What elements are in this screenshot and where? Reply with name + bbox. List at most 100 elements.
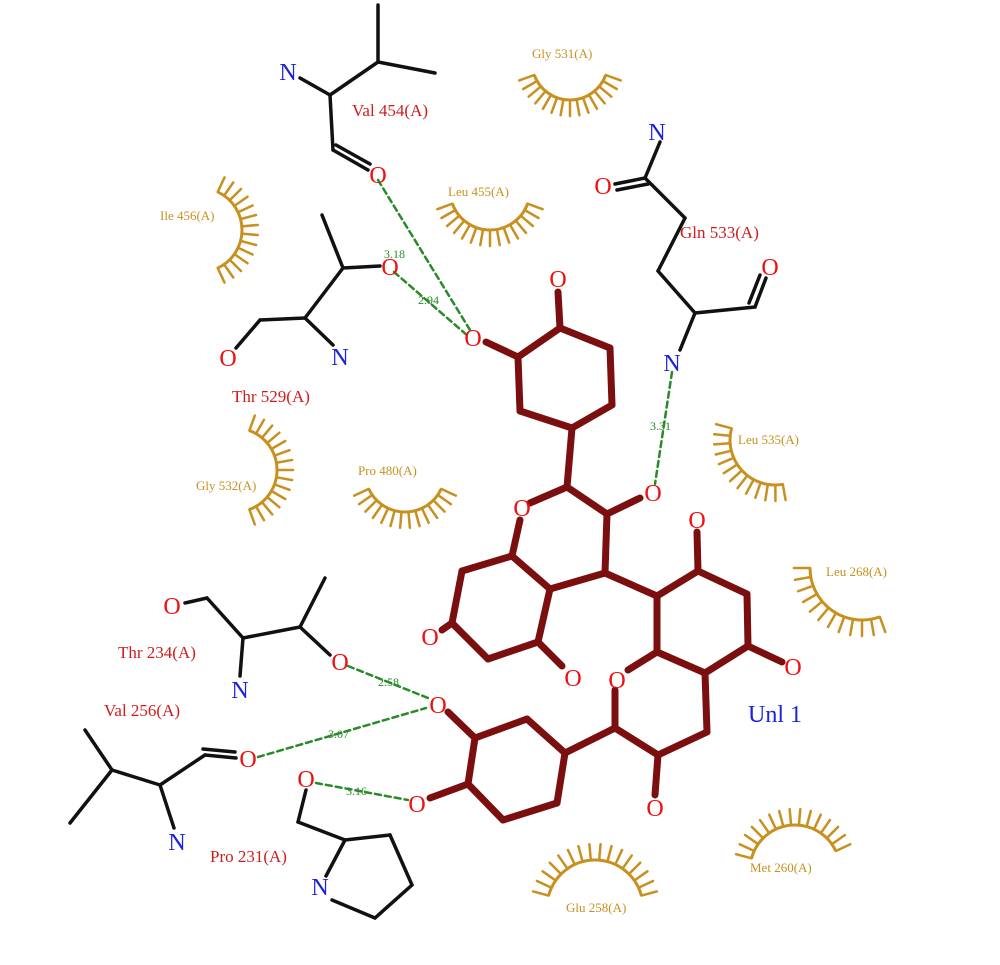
ligand-bond <box>606 344 616 409</box>
hydrophobic-spoke <box>593 89 606 105</box>
hbond-distance: 2.94 <box>418 293 439 307</box>
hydrophobic-spoke <box>796 584 815 593</box>
ligand-bond <box>701 669 711 736</box>
hydrophobic-arc <box>808 567 881 622</box>
hydrophobic-spoke <box>239 213 258 221</box>
hydrophobic-spoke <box>222 181 235 197</box>
hydrophobic-spoke <box>640 890 659 897</box>
hydrophobic-spoke <box>764 483 770 502</box>
hydrophobic-label-glu258: Glu 258(A) <box>566 900 626 915</box>
residue-bond <box>205 596 245 640</box>
ligand-bond <box>743 590 752 650</box>
oxygen-atom: O <box>564 666 581 692</box>
ligand-bond <box>448 567 466 627</box>
hydrophobic-spoke <box>495 228 501 247</box>
hbond-line <box>314 781 410 802</box>
hydrophobic-spoke <box>228 187 243 202</box>
hydrophobic-spoke <box>414 509 421 528</box>
residue-label-val256: Val 256(A) <box>104 701 180 720</box>
hydrophobic-spoke <box>240 232 260 237</box>
hbond-line <box>392 270 470 338</box>
ligand-bond <box>556 324 614 352</box>
hydrophobic-spoke <box>588 842 593 862</box>
residue-bond <box>678 311 697 352</box>
residue-bond <box>615 182 650 192</box>
oxygen-atom: O <box>421 625 438 651</box>
hydrophobic-label-gly532: Gly 532(A) <box>196 478 256 493</box>
hydrophobic-spoke <box>722 463 739 475</box>
hydrophobic-label-leu268: Leu 268(A) <box>826 564 887 579</box>
residue-bond <box>298 625 332 657</box>
hydrophobic-spoke <box>436 493 453 506</box>
hydrophobic-spoke <box>826 611 838 629</box>
hydrophobic-spoke <box>781 483 787 502</box>
hydrophobic-spoke <box>604 73 622 82</box>
oxygen-atom: O <box>644 481 661 507</box>
ligand-bond <box>561 724 619 757</box>
hydrophobic-spoke <box>240 223 260 228</box>
residue-bond <box>234 318 262 350</box>
residue-bond <box>341 264 382 270</box>
hydrophobic-spoke <box>519 214 535 228</box>
hydrophobic-spoke <box>521 79 539 91</box>
oxygen-atom: O <box>408 792 425 818</box>
hydrophobic-spoke <box>460 223 472 240</box>
hydrophobic-spoke <box>398 510 403 530</box>
hydrophobic-arc <box>217 190 244 270</box>
ligand-bond <box>534 638 566 670</box>
hydrophobic-spoke <box>275 458 294 464</box>
residue-bond <box>328 93 335 152</box>
hydrophobic-label-leu455: Leu 455(A) <box>448 184 509 199</box>
oxygen-atom: O <box>429 693 446 719</box>
hydrophobic-spoke <box>518 73 536 82</box>
hydrophobic-spoke <box>754 481 762 500</box>
hydrophobic-arc <box>451 203 529 232</box>
hydrophobic-spoke <box>254 418 266 435</box>
hydrophobic-spoke <box>587 93 599 111</box>
residue-bond <box>331 148 370 172</box>
hydrophobic-spoke <box>819 818 832 835</box>
hydrophobic-spoke <box>407 510 412 530</box>
hydrophobic-spoke <box>452 219 466 235</box>
residue-bond <box>320 213 345 270</box>
hydrophobic-spoke <box>436 202 454 211</box>
residue-bond <box>324 838 347 878</box>
ligand-bond <box>601 510 611 577</box>
ligand-bond <box>568 401 616 432</box>
hydrophobic-spoke <box>557 854 569 870</box>
residue-bond <box>747 273 762 305</box>
hydrophobic-spoke <box>502 226 511 244</box>
hydrophobic-contacts <box>216 73 887 897</box>
hydrophobic-spoke <box>736 474 749 490</box>
hydrophobic-spoke <box>714 422 733 430</box>
ligand-bond <box>458 552 516 575</box>
nitrogen-atom: N <box>231 678 248 704</box>
hydrophobic-spoke <box>228 258 243 273</box>
hydrophobic-spoke <box>273 448 291 457</box>
residue-bond <box>388 833 414 887</box>
hydrophobic-spoke <box>523 208 540 220</box>
hydrophobic-spoke <box>535 879 553 889</box>
ligand-bond <box>553 749 569 807</box>
residue-label-gln533: Gln 533(A) <box>680 223 759 242</box>
hydrophobic-spoke <box>581 96 590 114</box>
hydrophobic-spoke <box>248 414 257 432</box>
residue-bond <box>203 753 238 760</box>
ligand-bond <box>484 638 542 663</box>
hydrophobic-spoke <box>445 214 461 228</box>
hydrophobic-spoke <box>597 85 613 98</box>
oxygen-atom: O <box>513 496 530 522</box>
hydrophobic-spoke <box>357 493 374 506</box>
residue-bond <box>656 269 697 315</box>
hydrophobic-label-ile456: Ile 456(A) <box>160 208 215 223</box>
hydrophobic-spoke <box>236 246 254 256</box>
residue-bond <box>643 176 687 220</box>
oxygen-atom: O <box>646 796 663 822</box>
residue-bond <box>376 60 437 75</box>
hydrophobic-spoke <box>817 606 830 622</box>
hydrophobic-spoke <box>805 809 813 828</box>
hydrophobic-arc <box>367 488 443 514</box>
hbond-line <box>653 370 674 486</box>
